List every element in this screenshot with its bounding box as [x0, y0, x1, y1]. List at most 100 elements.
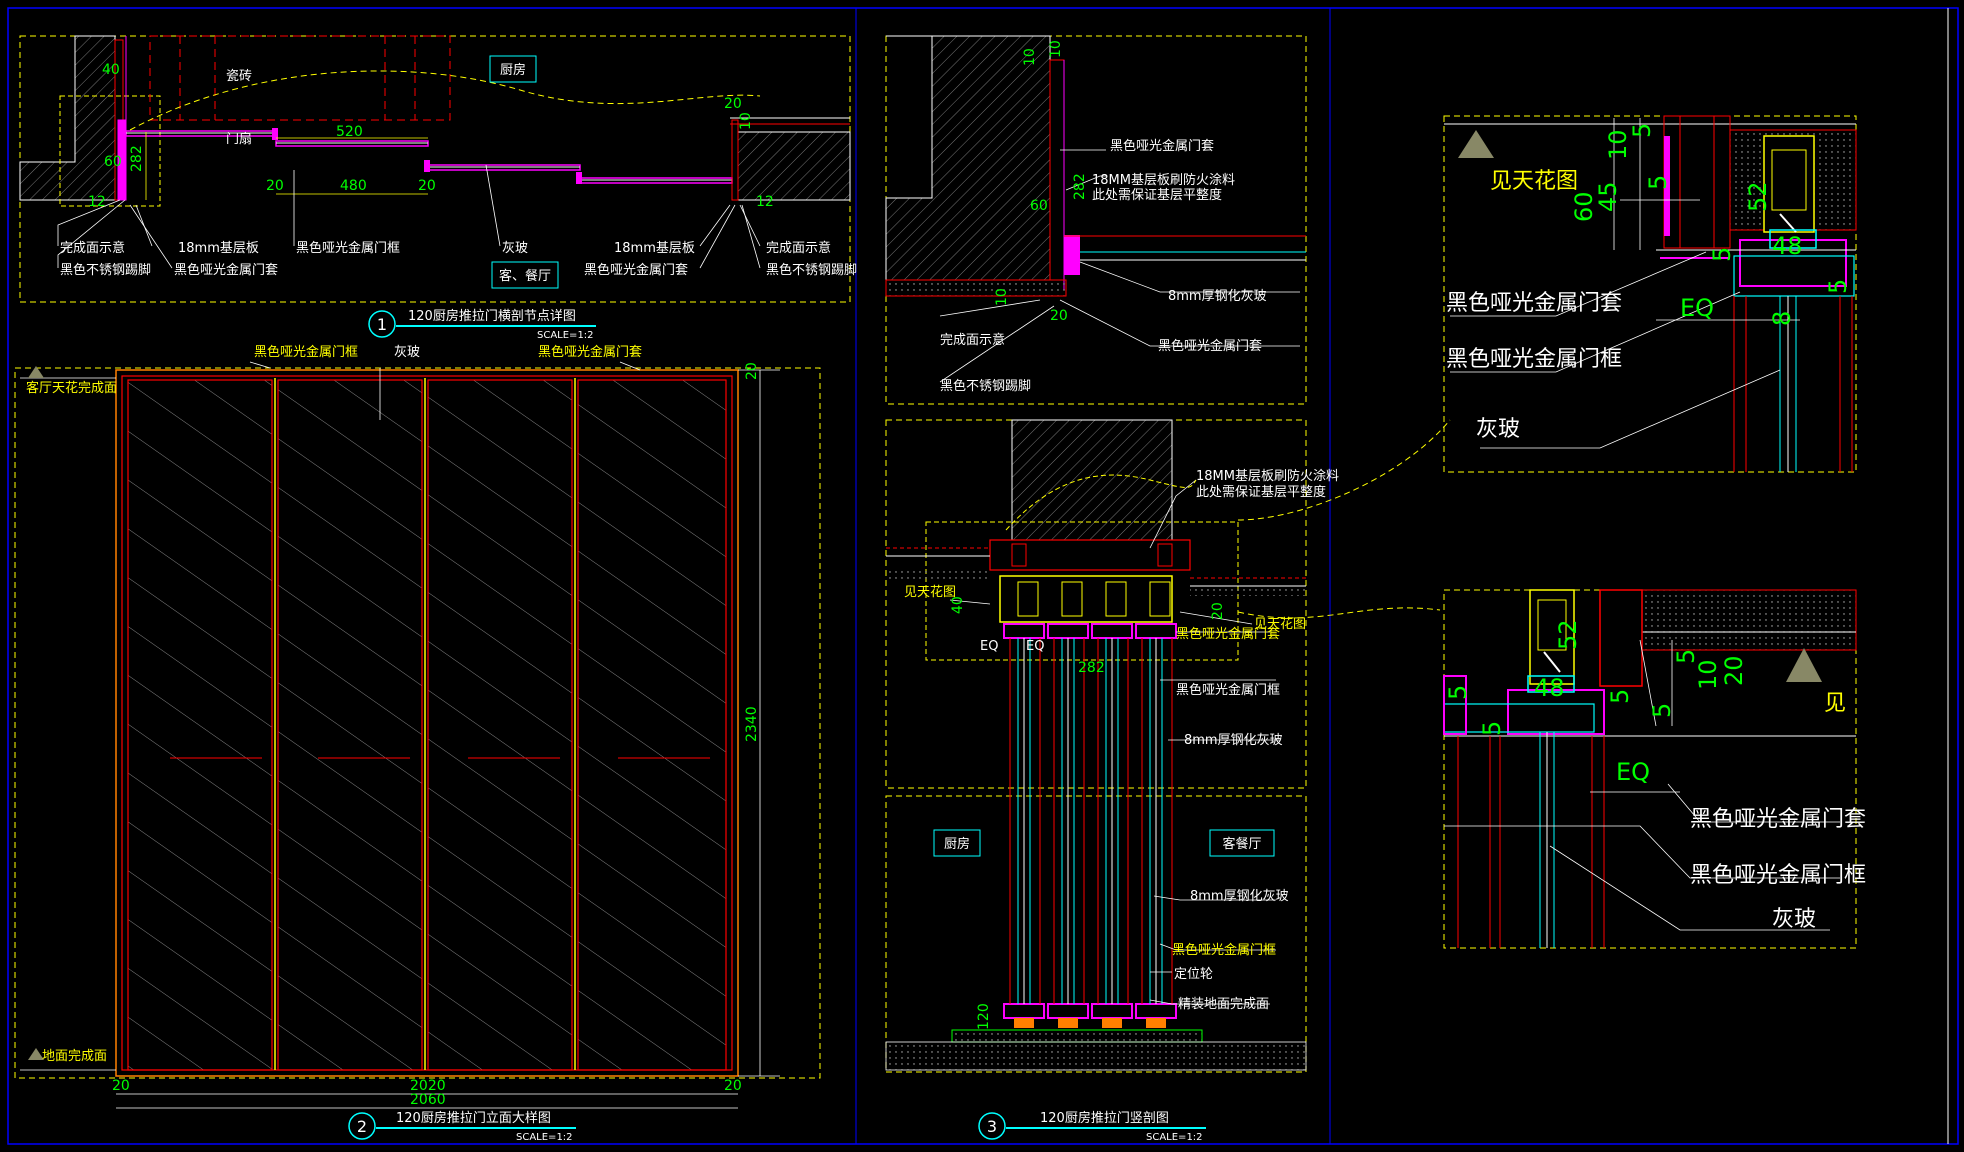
section-label-see-ceiling-left: 见天花图 — [904, 584, 956, 600]
elev-dim-height: 2340 — [744, 706, 760, 742]
zoom-top-dim-52: 52 — [1744, 181, 1772, 212]
title-1-scale: SCALE=1:2 — [537, 330, 594, 341]
guide-wheel-1 — [1014, 1018, 1034, 1028]
elevation-panel-4 — [577, 379, 727, 1071]
plan-label-door-frame: 黑色哑光金属门框 — [296, 240, 400, 256]
zoom-bottom-label-frame: 黑色哑光金属门框 — [1690, 863, 1866, 888]
title-3-scale: SCALE=1:2 — [1146, 1132, 1203, 1143]
plan-dim-20b: 20 — [418, 178, 436, 194]
top-track-2 — [1047, 623, 1089, 639]
title-block-1: 1 120厨房推拉门横剖节点详图 SCALE=1:2 — [368, 308, 596, 341]
zoom-top-dim-8: 8 — [1768, 311, 1796, 326]
section-dim-282: 282 — [1078, 660, 1105, 676]
section-label-cover: 黑色哑光金属门套 — [1176, 626, 1280, 642]
elevation-panel-2 — [277, 379, 423, 1071]
section-label-glass-b: 8mm厚钢化灰玻 — [1190, 889, 1289, 904]
plan-dim-60: 60 — [104, 154, 122, 170]
zoom-bottom-dim-10: 10 — [1694, 659, 1722, 690]
section-label-see-ceiling-right: 见天花图 — [1254, 616, 1306, 632]
elev-dim-right: 20 — [724, 1078, 742, 1094]
section-dim-40: 40 — [950, 596, 966, 614]
plan-dim-480: 480 — [340, 178, 367, 194]
section-dim-120: 120 — [976, 1003, 992, 1030]
plan-label-grey-glass: 灰玻 — [502, 241, 528, 256]
zoom-top-dim-48: 48 — [1772, 232, 1803, 260]
plan-label-finish-right: 完成面示意 — [766, 240, 831, 256]
elev-label-frame-top: 黑色哑光金属门框 — [254, 344, 358, 360]
section-room-kitchen: 厨房 — [944, 836, 970, 852]
title-3-text: 120厨房推拉门竖剖图 — [1040, 1110, 1169, 1126]
plan-label-door-leaf: 门扇 — [226, 131, 252, 147]
section-dim-eq1: EQ — [980, 639, 998, 654]
plan-label-board-right: 18mm基层板 — [614, 241, 695, 256]
zoom-bottom-dim-20: 20 — [1720, 655, 1748, 686]
section-label-glass-a: 8mm厚钢化灰玻 — [1184, 733, 1283, 748]
zoom-bottom-see: 见 — [1824, 691, 1846, 716]
top-track-3 — [1091, 623, 1133, 639]
detail-a-dim-60: 60 — [1030, 198, 1048, 214]
zoom-bottom-label-cover: 黑色哑光金属门套 — [1690, 807, 1866, 832]
elev-label-floor: 地面完成面 — [42, 1049, 107, 1064]
section-top-detail: 黑色哑光金属门套 18MM基层板刷防火涂料 此处需保证基层平整度 8mm厚钢化灰… — [885, 35, 1307, 405]
section-label-wheel: 定位轮 — [1174, 967, 1213, 982]
zoom-bottom-dim-5d: 5 — [1672, 649, 1700, 664]
roller-3 — [1105, 581, 1127, 617]
room-living-plan: 客、餐厅 — [499, 268, 551, 284]
section-label-frame2: 黑色哑光金属门框 — [1172, 942, 1276, 958]
detail-a-label-cover: 黑色哑光金属门套 — [1110, 138, 1214, 154]
zoom-bottom-dim-eq: EQ — [1616, 758, 1650, 786]
bottom-track-1 — [1003, 1003, 1045, 1019]
title-1-text: 120厨房推拉门横剖节点详图 — [408, 308, 576, 324]
plan-dim-12a: 12 — [88, 194, 106, 210]
plan-label-kick-left: 黑色不锈钢踢脚 — [60, 262, 151, 278]
zoom-top-label-frame: 黑色哑光金属门框 — [1446, 347, 1622, 372]
zoom-top-dim-60: 60 — [1570, 191, 1598, 222]
elevation-panel-1 — [127, 379, 273, 1071]
title-1-number: 1 — [377, 315, 387, 334]
detail-a-label-cover2: 黑色哑光金属门套 — [1158, 338, 1262, 354]
zoom-bottom-dim-5b: 5 — [1478, 721, 1506, 736]
roller-1 — [1017, 581, 1039, 617]
zoom-top-label-glass: 灰玻 — [1476, 417, 1520, 442]
vertical-section: 18MM基层板刷防火涂料 此处需保证基层平整度 见天花图 见天花图 黑色哑光金属… — [885, 419, 1451, 1073]
plan-dim-12b: 12 — [756, 194, 774, 210]
zoom-bottom-dim-5c: 5 — [1606, 689, 1634, 704]
title-3-number: 3 — [987, 1117, 997, 1136]
room-kitchen-plan: 厨房 — [500, 62, 526, 78]
zoom-top-dim-5d: 5 — [1824, 279, 1852, 294]
section-room-living: 客餐厅 — [1222, 836, 1261, 852]
detail-a-dim-10b: 10 — [1048, 40, 1064, 58]
zoom-detail-bottom: 见 黑色哑光金属门套 黑色哑光金属门框 灰玻 52 48 5 5 5 5 10 … — [1443, 589, 1866, 949]
elev-dim-total: 2060 — [410, 1092, 446, 1108]
plan-dim-40: 40 — [102, 62, 120, 78]
room-tag-kitchen-plan — [489, 55, 537, 83]
section-label-floor: 精装地面完成面 — [1178, 997, 1269, 1012]
detail-a-dim-20: 20 — [1050, 308, 1068, 324]
detail-a-dim-282: 282 — [1072, 173, 1088, 200]
elevation-detail: 客厅天花完成面 地面完成面 黑色哑光金属门框 灰玻 黑色哑光金属门套 20 20… — [14, 344, 821, 1109]
zoom-top-dim-5b: 5 — [1644, 175, 1672, 190]
glass-lines — [1009, 638, 1173, 1004]
detail-a-label-kick: 黑色不锈钢踢脚 — [940, 378, 1031, 394]
section-label-frame: 黑色哑光金属门框 — [1176, 682, 1280, 698]
zoom-bottom-dim-48: 48 — [1534, 674, 1565, 702]
elev-label-glass: 灰玻 — [394, 345, 420, 360]
detail-a-label-finish: 完成面示意 — [940, 332, 1005, 348]
plan-dim-10: 10 — [738, 112, 754, 130]
zoom-top-dim-5c: 5 — [1708, 247, 1736, 262]
bottom-track-2 — [1047, 1003, 1089, 1019]
detail-a-label-glass: 8mm厚钢化灰玻 — [1168, 289, 1267, 304]
detail-a-dim-10c: 10 — [994, 288, 1010, 306]
top-track-1 — [1003, 623, 1045, 639]
zoom-top-dim-5a: 5 — [1628, 123, 1656, 138]
top-track-4 — [1135, 623, 1177, 639]
plan-label-finish-left: 完成面示意 — [60, 240, 125, 256]
drawing-border — [7, 7, 1959, 1145]
section-dim-20: 20 — [1210, 602, 1226, 620]
zoom-bottom-dim-5a: 5 — [1444, 685, 1472, 700]
title-2-text: 120厨房推拉门立面大样图 — [396, 1110, 551, 1126]
zoom-top-dim-45: 45 — [1594, 181, 1622, 212]
guide-wheel-3 — [1102, 1018, 1122, 1028]
